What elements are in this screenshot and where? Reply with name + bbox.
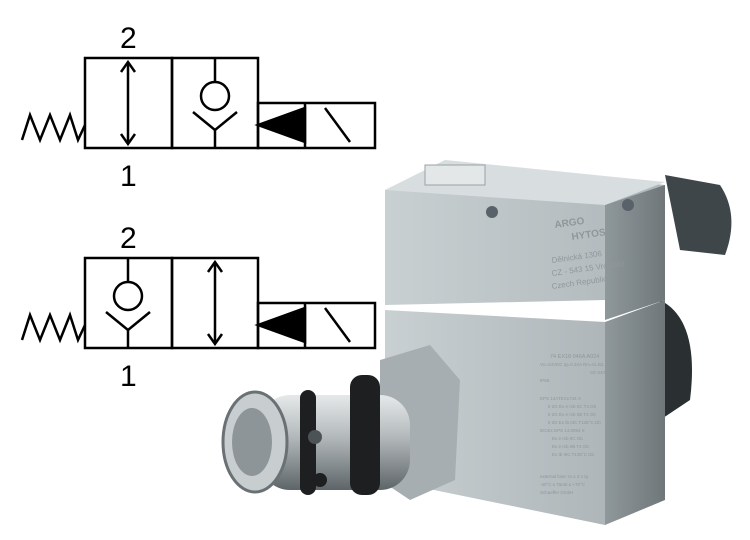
cert-line: Ex e mb IIB T4 Gb — [552, 444, 589, 449]
cert-line: IECEx EPS 14.0064 X — [540, 428, 585, 433]
port-2-label: 2 — [120, 22, 137, 55]
port-2-label: 2 — [120, 222, 137, 255]
cert-line: II 2G Ex e mb IIB T4 Gb — [548, 412, 596, 417]
brand-logo: ARGO — [554, 216, 585, 231]
ip-rating: IP66 — [540, 378, 550, 383]
footer-line: Schaeffer GmbH — [540, 490, 573, 495]
model-number: 74 EX18 046A A024 — [550, 354, 599, 360]
valve-photo — [221, 160, 732, 525]
footer-line: external fuse: In ≤ 3 x Ig — [540, 474, 588, 479]
cert-line: II 2D Ex tb IIIC T135°C Db — [548, 420, 601, 425]
ce-mark: CE 0408 — [590, 370, 608, 375]
cert-line: Ex tb IIIC T135°C Db — [552, 452, 594, 457]
footer-line: -40°C ≤ Tamb ≤ +70°C — [540, 482, 586, 487]
port-1-label: 1 — [120, 160, 137, 193]
cert-line: Ex e mb IIC Gb — [552, 436, 583, 441]
ratings: Vn=24VDC Ig=0.34A Rn=41.6Ω — [540, 362, 604, 367]
valve-label-bottom: 74 EX18 046A A024 Vn=24VDC Ig=0.34A Rn=4… — [540, 354, 608, 495]
brand-logo: HYTOS — [571, 227, 607, 243]
symbol-2 — [20, 256, 377, 350]
cert-line: EPS 14ATEX1744 X — [540, 396, 581, 401]
symbol-1 — [20, 56, 377, 150]
cert-line: II 2G Ex e mb IIC T4 Gb — [548, 404, 597, 409]
port-1-label: 1 — [120, 360, 137, 393]
